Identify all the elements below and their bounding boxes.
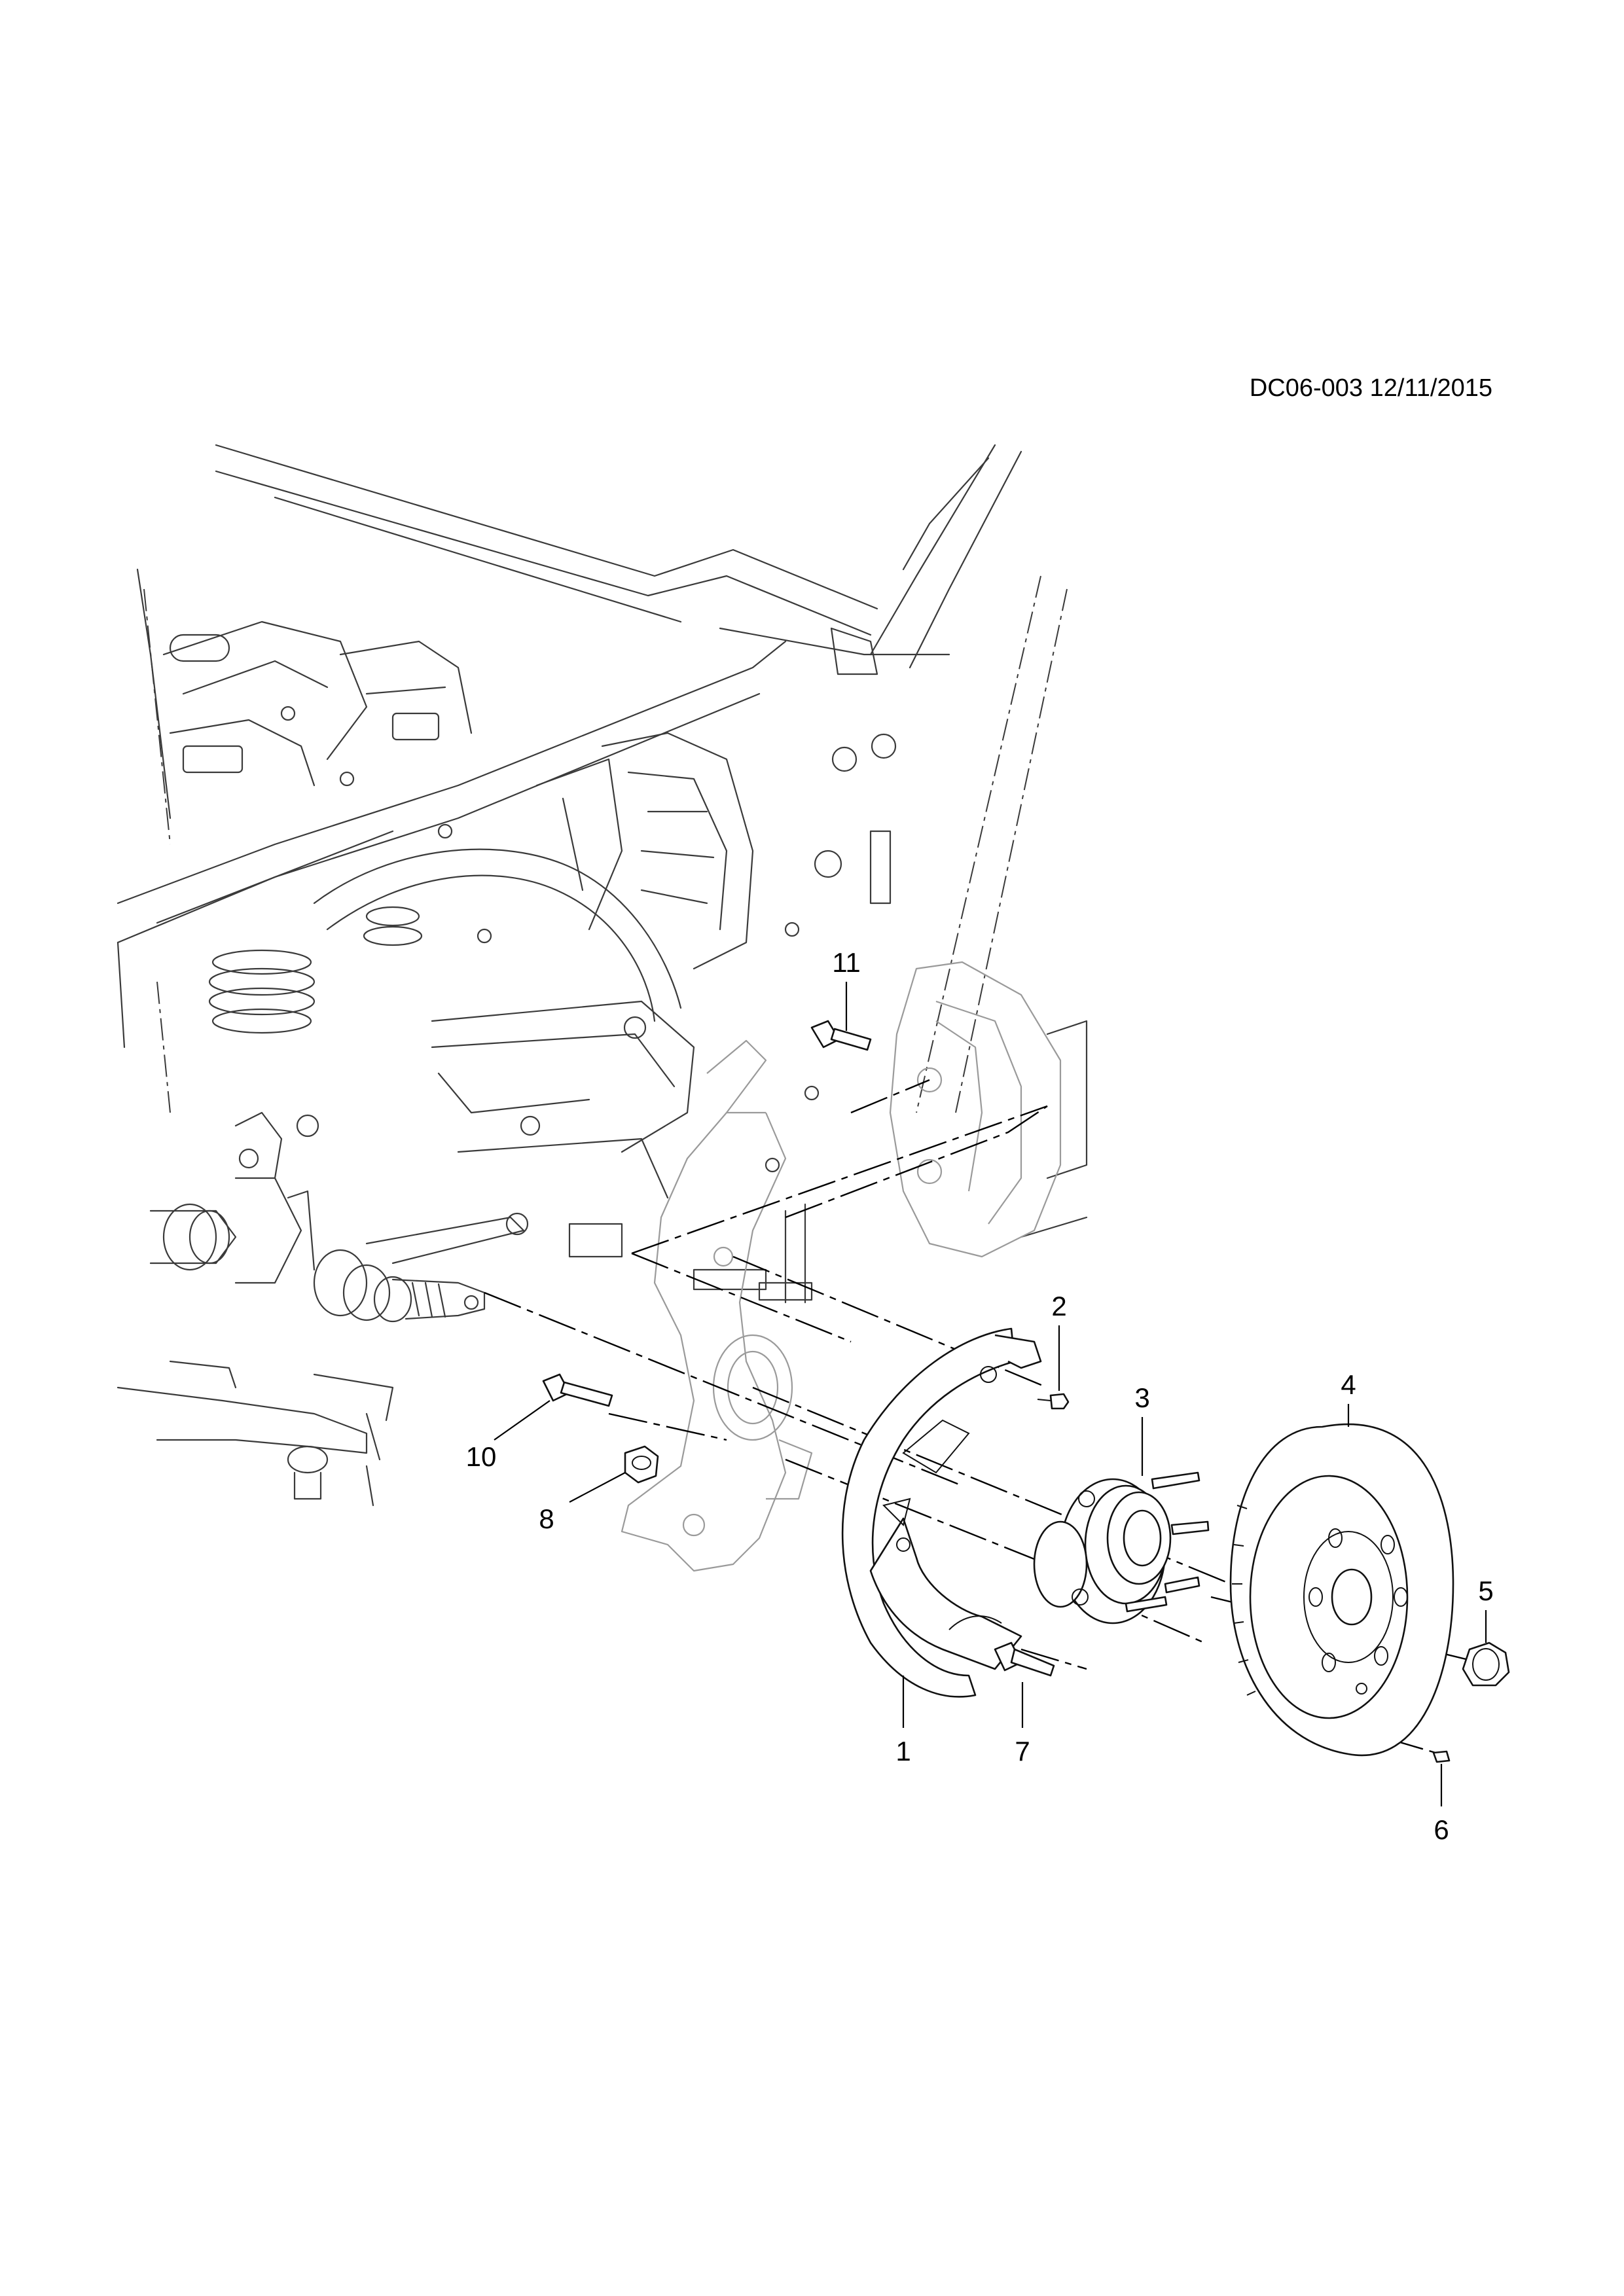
brake-caliper [889, 961, 1062, 1258]
part-3-wheel-hub-bearing [1033, 1471, 1210, 1624]
vehicle-body-structure [117, 444, 1088, 1507]
callout-4: 4 [1341, 1369, 1356, 1400]
callout-7: 7 [1015, 1736, 1030, 1767]
callout-3: 3 [1134, 1382, 1149, 1413]
callout-1: 1 [895, 1736, 911, 1767]
drive-shaft [149, 1111, 486, 1323]
callout-11: 11 [832, 947, 861, 978]
drawing-reference: DC06-003 12/11/2015 [1250, 374, 1492, 402]
part-1-splash-shield [841, 1327, 1042, 1698]
callout-5: 5 [1478, 1575, 1493, 1606]
leader-8 [569, 1472, 626, 1503]
coil-spring [208, 906, 423, 1034]
callout-numbers: 1 2 3 4 5 6 7 8 10 11 [466, 947, 1494, 1845]
part-11-caliper-bolt [810, 1020, 872, 1051]
callout-8: 8 [539, 1503, 554, 1534]
callout-10: 10 [466, 1441, 497, 1472]
part-6-rotor-screw [1432, 1750, 1451, 1763]
part-5-axle-nut [1462, 1641, 1510, 1687]
part-8-flange-nut [624, 1445, 659, 1484]
part-2-screw [1037, 1393, 1070, 1410]
lower-control-arm [117, 1360, 394, 1507]
part-7-hub-bolt [994, 1641, 1055, 1677]
leader-10 [494, 1400, 550, 1441]
callout-6: 6 [1434, 1814, 1449, 1845]
callout-leaders [494, 982, 1487, 1806]
part-4-brake-rotor [1229, 1423, 1454, 1757]
part-10-knuckle-bolt [542, 1373, 613, 1407]
steering-knuckle [621, 1039, 813, 1572]
callout-2: 2 [1051, 1291, 1066, 1321]
